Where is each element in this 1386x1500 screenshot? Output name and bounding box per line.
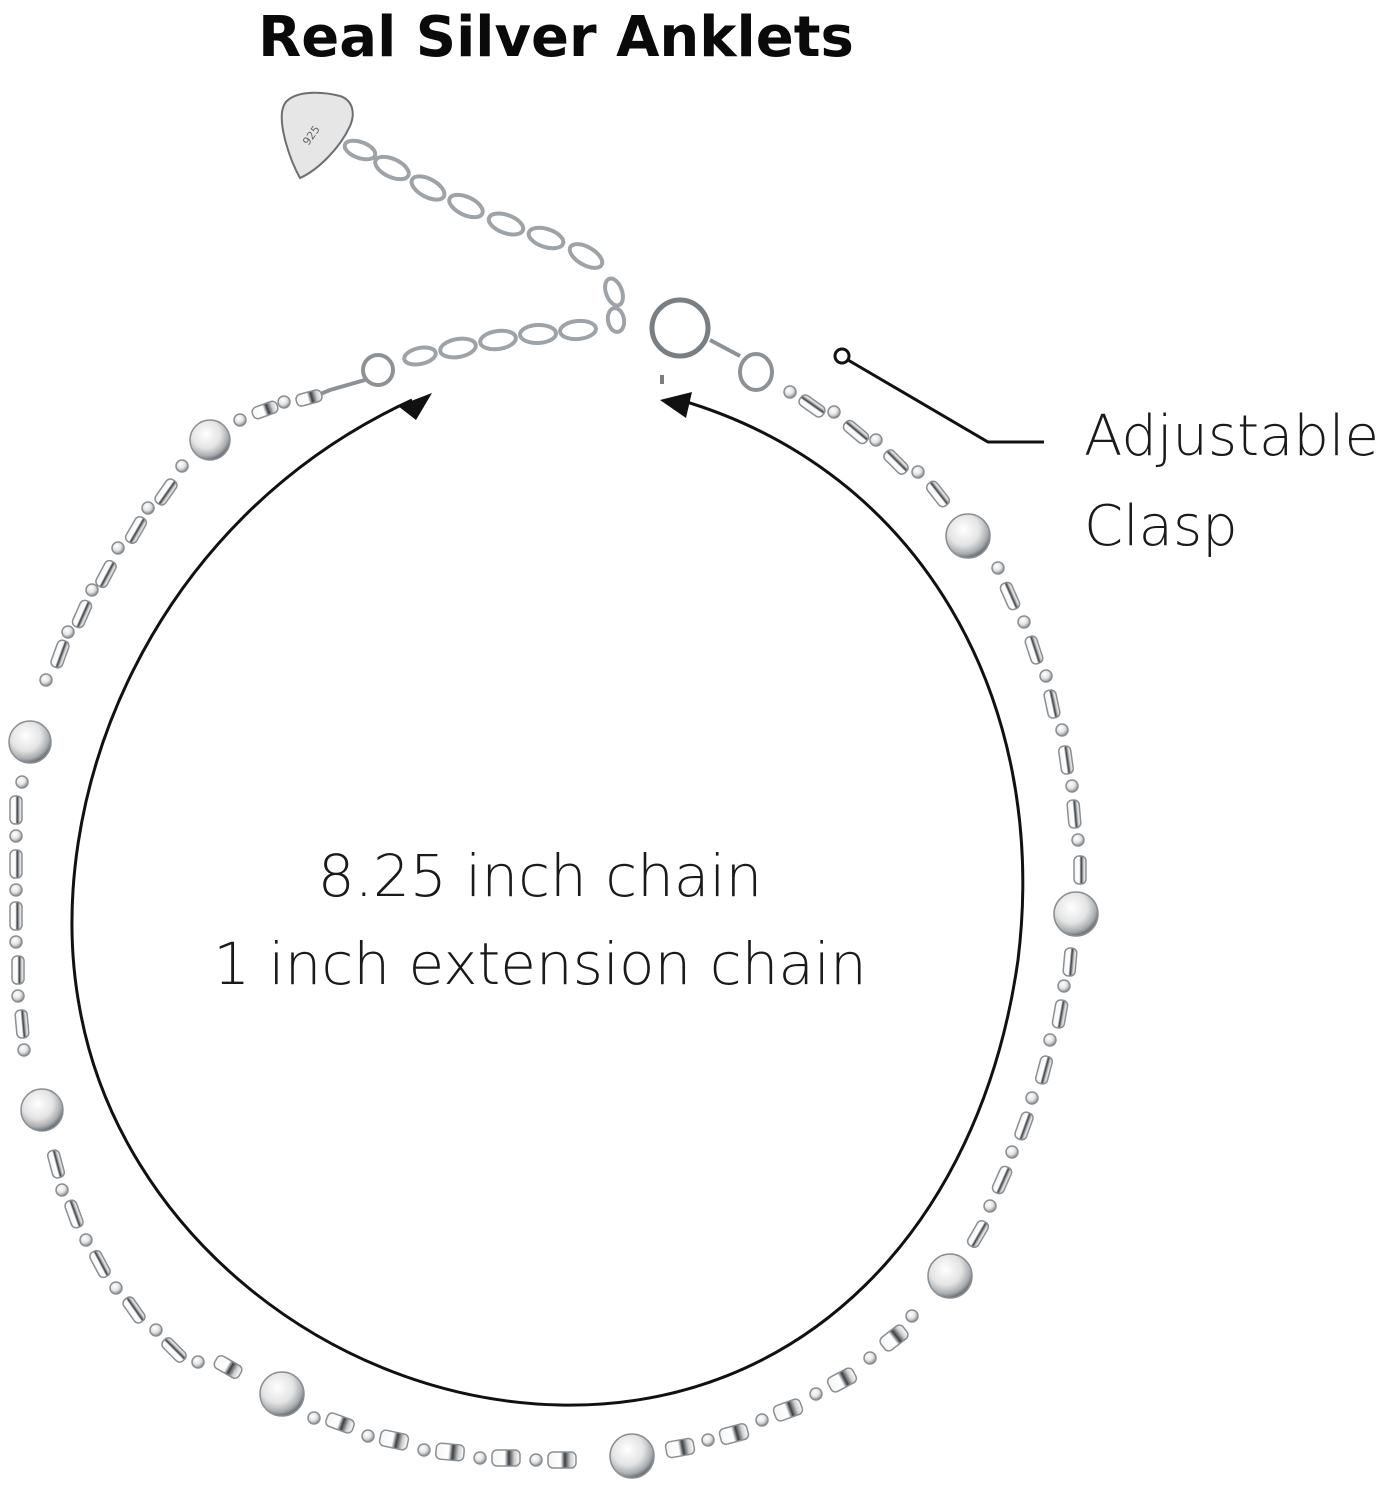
- measurement-loop: [70, 398, 1025, 1407]
- adjustable-clasp-label: Adjustable Clasp: [1084, 392, 1379, 572]
- callout-pointer: [833, 347, 1044, 444]
- chain-specs: 8.25 inch chain 1 inch extension chain: [180, 832, 900, 1008]
- heart-charm-icon: 925: [280, 91, 354, 180]
- product-title: Real Silver Anklets: [258, 5, 854, 70]
- callout-line-1: Adjustable: [1084, 404, 1379, 469]
- jump-ring-icon: [709, 338, 774, 392]
- arrowhead-icon: [660, 392, 692, 418]
- lobster-clasp-icon: [317, 353, 395, 397]
- extension-length-label: 1 inch extension chain: [213, 930, 867, 998]
- extension-chain: [342, 138, 627, 367]
- callout-dot-icon: [833, 347, 851, 365]
- bead-chain: [8, 385, 1099, 1479]
- chain-length-label: 8.25 inch chain: [317, 842, 763, 910]
- callout-line-2: Clasp: [1084, 494, 1238, 559]
- spring-ring-clasp-icon: [649, 297, 711, 384]
- arrowhead-icon: [398, 393, 432, 420]
